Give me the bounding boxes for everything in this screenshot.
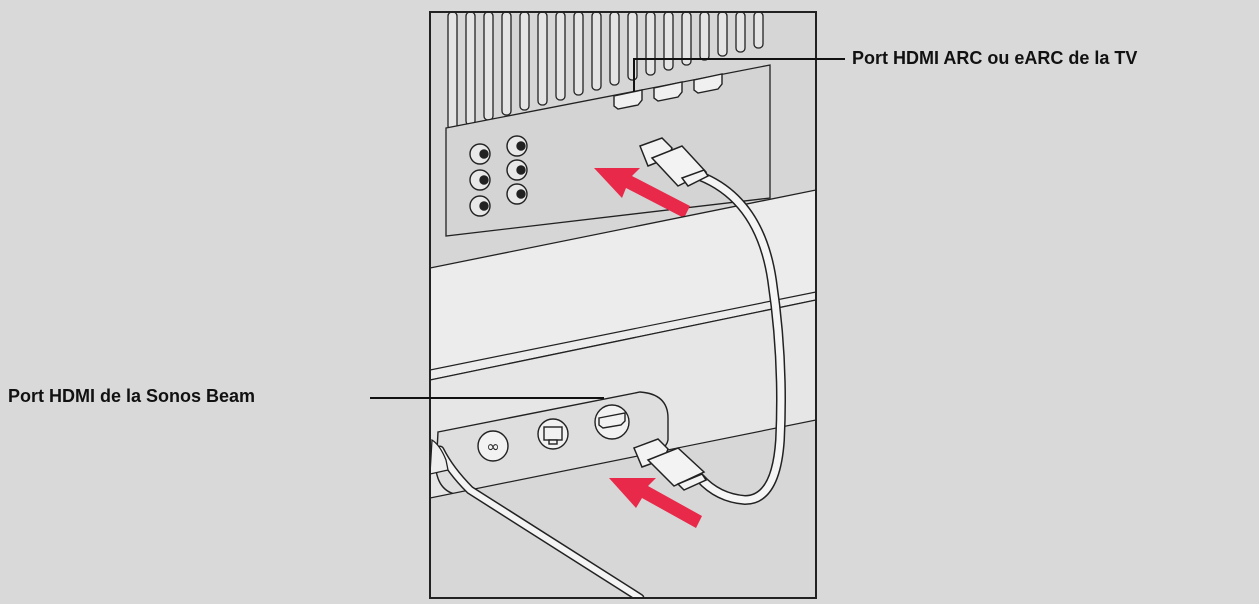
hdmi-port-icon: [653, 81, 683, 102]
floor: [430, 419, 816, 598]
hdmi-plug-bottom: [633, 438, 708, 491]
hdmi-port-icon: [693, 73, 723, 94]
illustration: ∞: [430, 12, 816, 598]
illustration-frame: [429, 11, 817, 599]
beam-hdmi-port-label: Port HDMI de la Sonos Beam: [8, 386, 256, 406]
soundbar-top: [430, 189, 816, 381]
hdmi-port-icon: [613, 89, 643, 110]
tv-hdmi-ports: [613, 73, 723, 110]
arrow-icon: [594, 168, 690, 218]
svg-text:∞: ∞: [486, 437, 499, 456]
arrow-icon: [609, 478, 702, 528]
hdmi-plug-top: [639, 137, 710, 187]
leader-line-tv: [633, 58, 845, 92]
tv-vents: [447, 12, 764, 131]
tv-hdmi-port-label: Port HDMI ARC ou eARC de la TV: [852, 48, 1138, 68]
infinity-icon: [477, 430, 509, 462]
rca-jacks: [469, 135, 528, 217]
